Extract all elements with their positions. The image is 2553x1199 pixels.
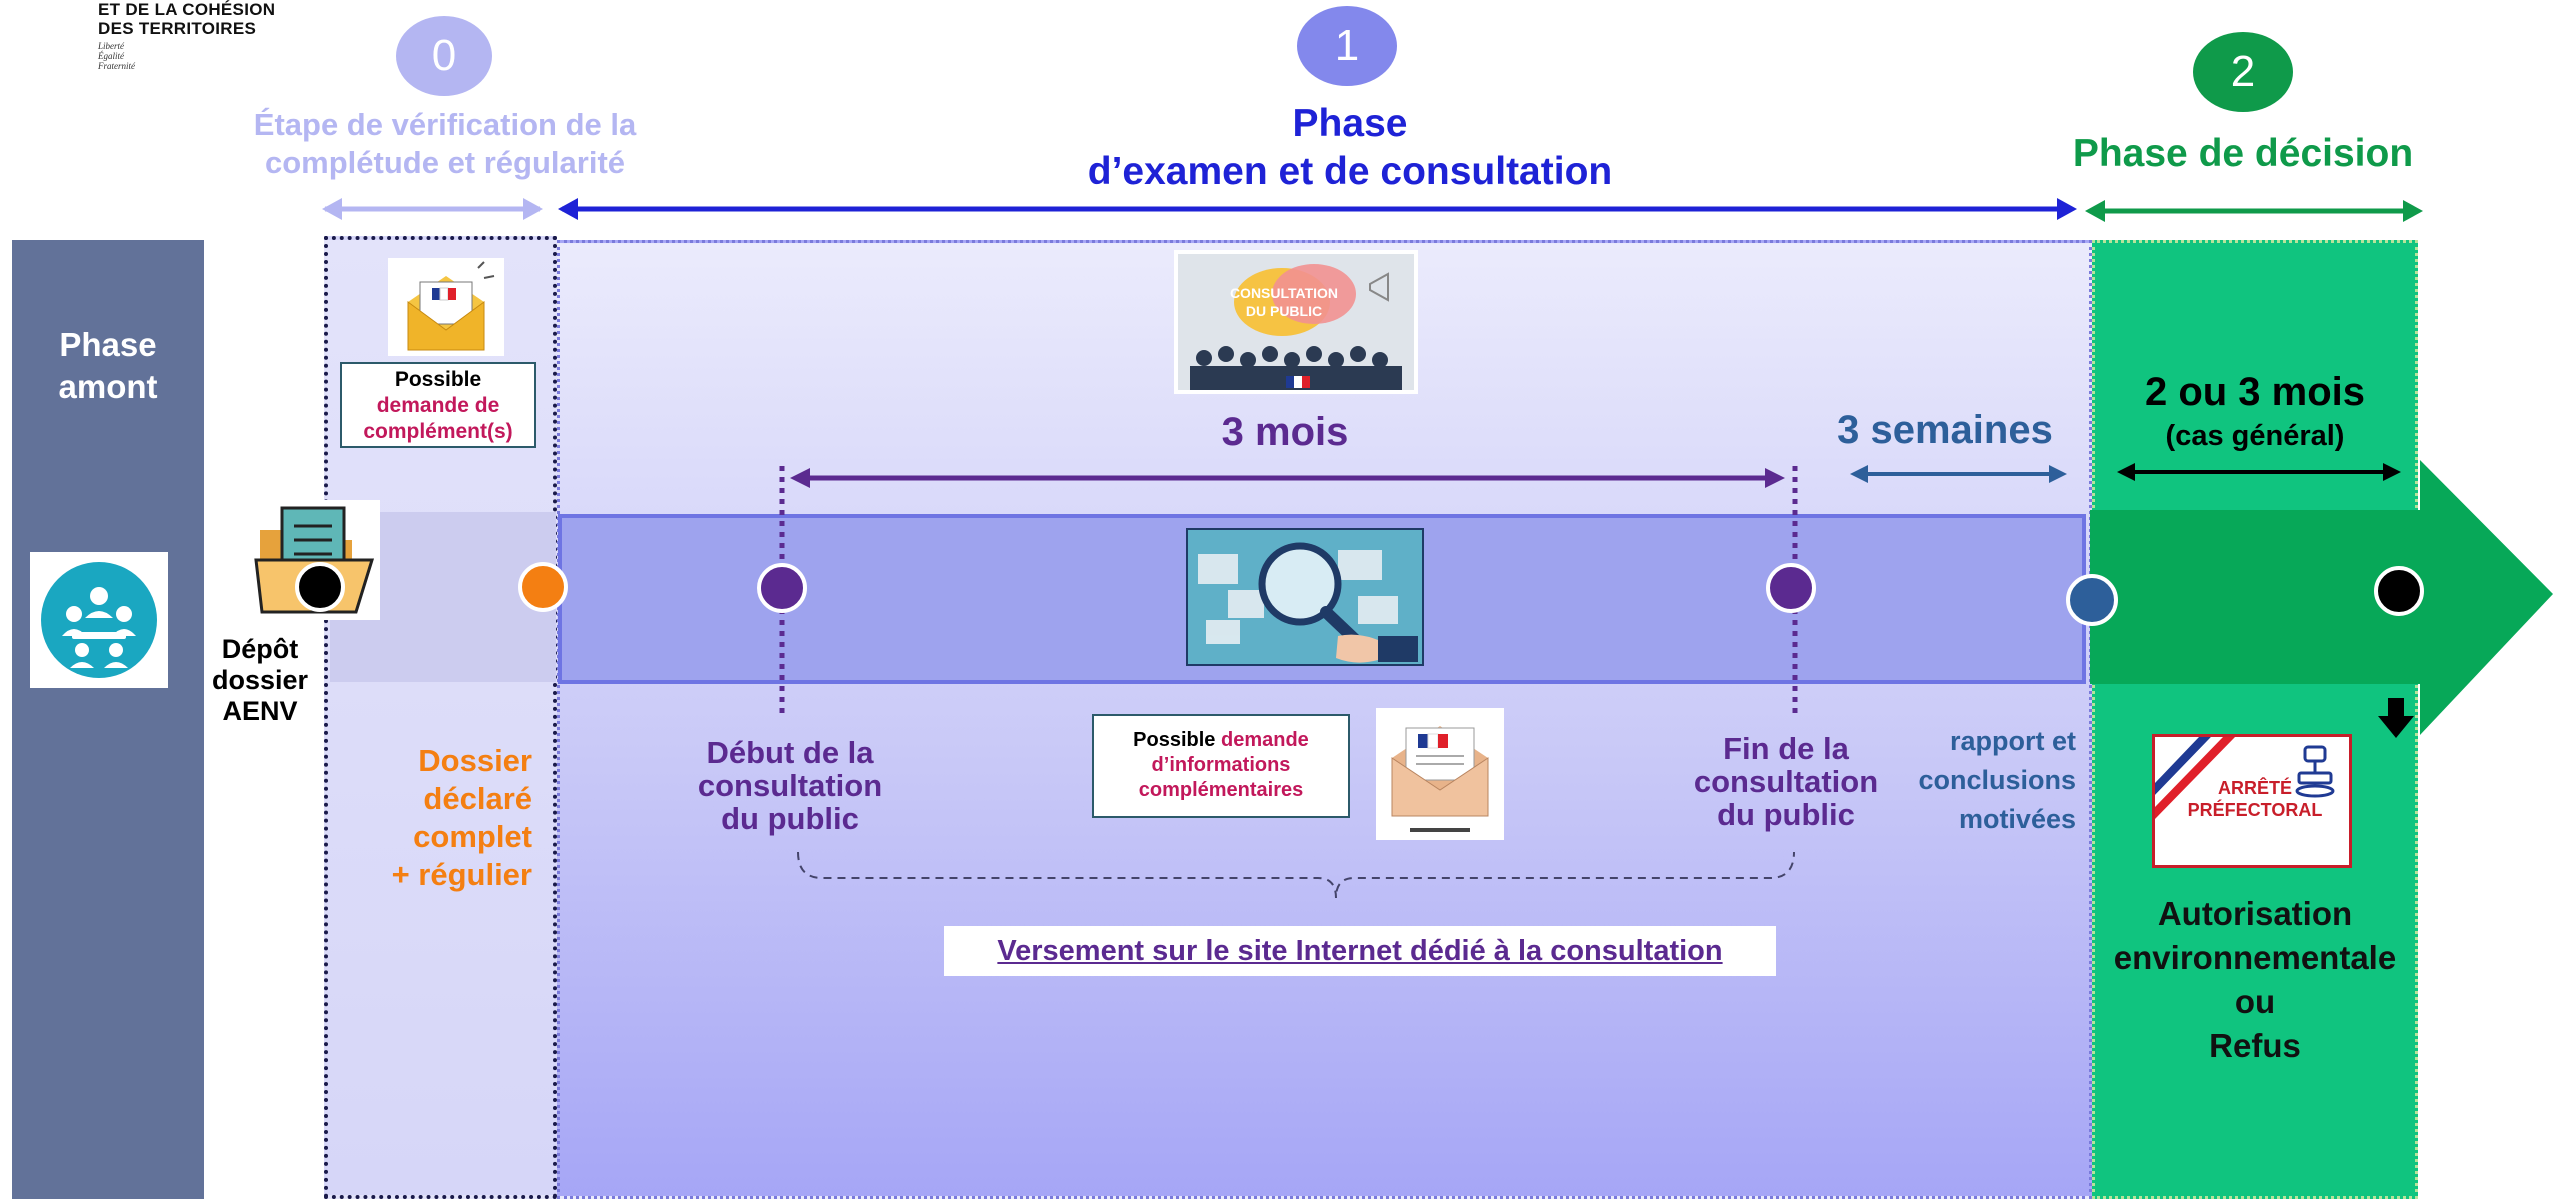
info-box-possible: Possible [1133,729,1216,751]
envelope-icon-info [1376,708,1504,840]
complete-milestone-dot [518,562,568,612]
fin-consultation-dot [1766,563,1816,613]
phase-1-title: Phase d’examen et de consultation [1000,100,1700,196]
debut-consultation-label: Début de la consultation du public [640,736,940,835]
phase-2-panel [2092,240,2418,1199]
debut-consultation-dot [757,563,807,613]
decision-line-3: ou [2234,983,2276,1020]
phase-2-number: 2 [2193,32,2293,112]
complement-box-line-3: complément(s) [363,420,513,443]
phase-2-span-arrow [2085,200,2423,222]
depot-label-line-2: dossier [211,665,309,695]
phase-0-title: Étape de vérification de la complétude e… [210,106,680,182]
dossier-complet-line-3: complet [413,819,532,854]
down-arrow-icon [2378,698,2414,738]
phase-header-arrows [322,198,2423,222]
consultation-image-label-1: CONSULTATION [1230,285,1338,301]
arrete-line-1: ARRÊTÉ [2217,778,2292,798]
rapport-label-line-2: conclusions [1918,765,2076,795]
rapport-milestone-dot [2066,574,2118,626]
decision-outcome-label: Autorisation environnementale ou Refus [2092,892,2418,1068]
duration-3-mois: 3 mois [1221,410,1349,454]
logo-line-1: ET DE LA COHÉSION [98,0,276,19]
envelope-icon-complement [388,258,504,356]
rapport-label: rapport et conclusions motivées [1880,722,2076,839]
depot-label-line-1: Dépôt [221,634,299,664]
complement-box-line-2: demande de [376,394,500,417]
rapport-label-line-3: motivées [1958,804,2076,834]
complement-request-box: Possible demande de complément(s) [340,362,536,448]
consultation-image-label-2: DU PUBLIC [1246,303,1322,319]
dossier-complet-line-4: + régulier [391,857,532,892]
phase-amont-label: Phase amont [12,324,204,408]
info-box-informations: d’informations [1151,754,1291,776]
logo-motto-3: Fraternité [98,61,135,71]
arrete-line-2: PRÉFECTORAL [2187,800,2323,820]
consultation-brace [797,851,1795,899]
phase-0-title-line-2: complétude et régularité [264,145,626,180]
phase-2-title: Phase de décision [2072,132,2414,175]
dossier-complet-line-2: déclaré [423,781,532,816]
consultation-public-image: CONSULTATION DU PUBLIC [1174,250,1418,394]
logo: ET DE LA COHÉSION DES TERRITOIRES Libert… [98,0,318,71]
decision-line-2: environnementale [2113,939,2397,976]
phase-0-title-line-1: Étape de vérification de la [253,107,637,142]
duration-cas-general: (cas général) [2165,420,2345,452]
meeting-icon [30,552,168,688]
duration-3-semaines: 3 semaines [1837,408,2053,452]
decision-milestone-dot [2374,566,2424,616]
info-request-box: Possible demande d’informations compléme… [1092,714,1350,818]
depot-milestone-dot [295,562,345,612]
logo-line-2: DES TERRITOIRES [98,19,257,38]
fin-label-line-1: Fin de la [1723,731,1849,766]
fin-label-line-3: du public [1717,797,1855,832]
info-box-demande: demande [1221,729,1309,751]
fin-consultation-label: Fin de la consultation du public [1636,732,1936,831]
phase-amont-label-line-1: Phase [59,326,157,363]
logo-motto-1: Liberté [98,41,124,51]
debut-label-line-2: consultation [697,768,883,803]
phase-0-number: 0 [396,16,492,96]
phase-amont-panel [12,240,204,1199]
fin-label-line-2: consultation [1693,764,1879,799]
phase-1-title-line-2: d’examen et de consultation [1087,150,1613,193]
depot-label: Dépôt dossier AENV [205,634,315,727]
phase-0-span-arrow [322,198,543,220]
dossier-complet-line-1: Dossier [418,743,532,778]
depot-label-line-3: AENV [222,696,298,726]
arrete-prefectoral-stamp: ARRÊTÉ PRÉFECTORAL [2152,734,2352,868]
decision-line-1: Autorisation [2157,895,2353,932]
rapport-label-line-1: rapport et [1949,726,2076,756]
dossier-complet-label: Dossier déclaré complet + régulier [340,742,532,894]
versement-site-internet: Versement sur le site Internet dédié à l… [944,926,1776,976]
duration-3-mois-arrow [790,468,1785,488]
decision-arrow [2090,460,2553,735]
duration-2-ou-3-mois-arrow [2117,463,2401,481]
debut-label-line-3: du public [721,801,859,836]
info-box-complementaires: complémentaires [1138,779,1304,801]
search-magnifier-image [1186,528,1424,666]
phase-1-title-line-1: Phase [1292,102,1408,145]
logo-motto-2: Égalité [98,51,124,61]
decision-line-4: Refus [2209,1027,2301,1064]
phase-1-span-arrow [558,198,2077,220]
complement-box-line-1: Possible [394,368,482,391]
debut-label-line-1: Début de la [706,735,874,770]
phase-1-number: 1 [1297,6,1397,86]
duration-2-ou-3-mois: 2 ou 3 mois [2144,370,2366,414]
duration-3-semaines-arrow [1850,465,2067,483]
phase-amont-label-line-2: amont [58,368,158,405]
